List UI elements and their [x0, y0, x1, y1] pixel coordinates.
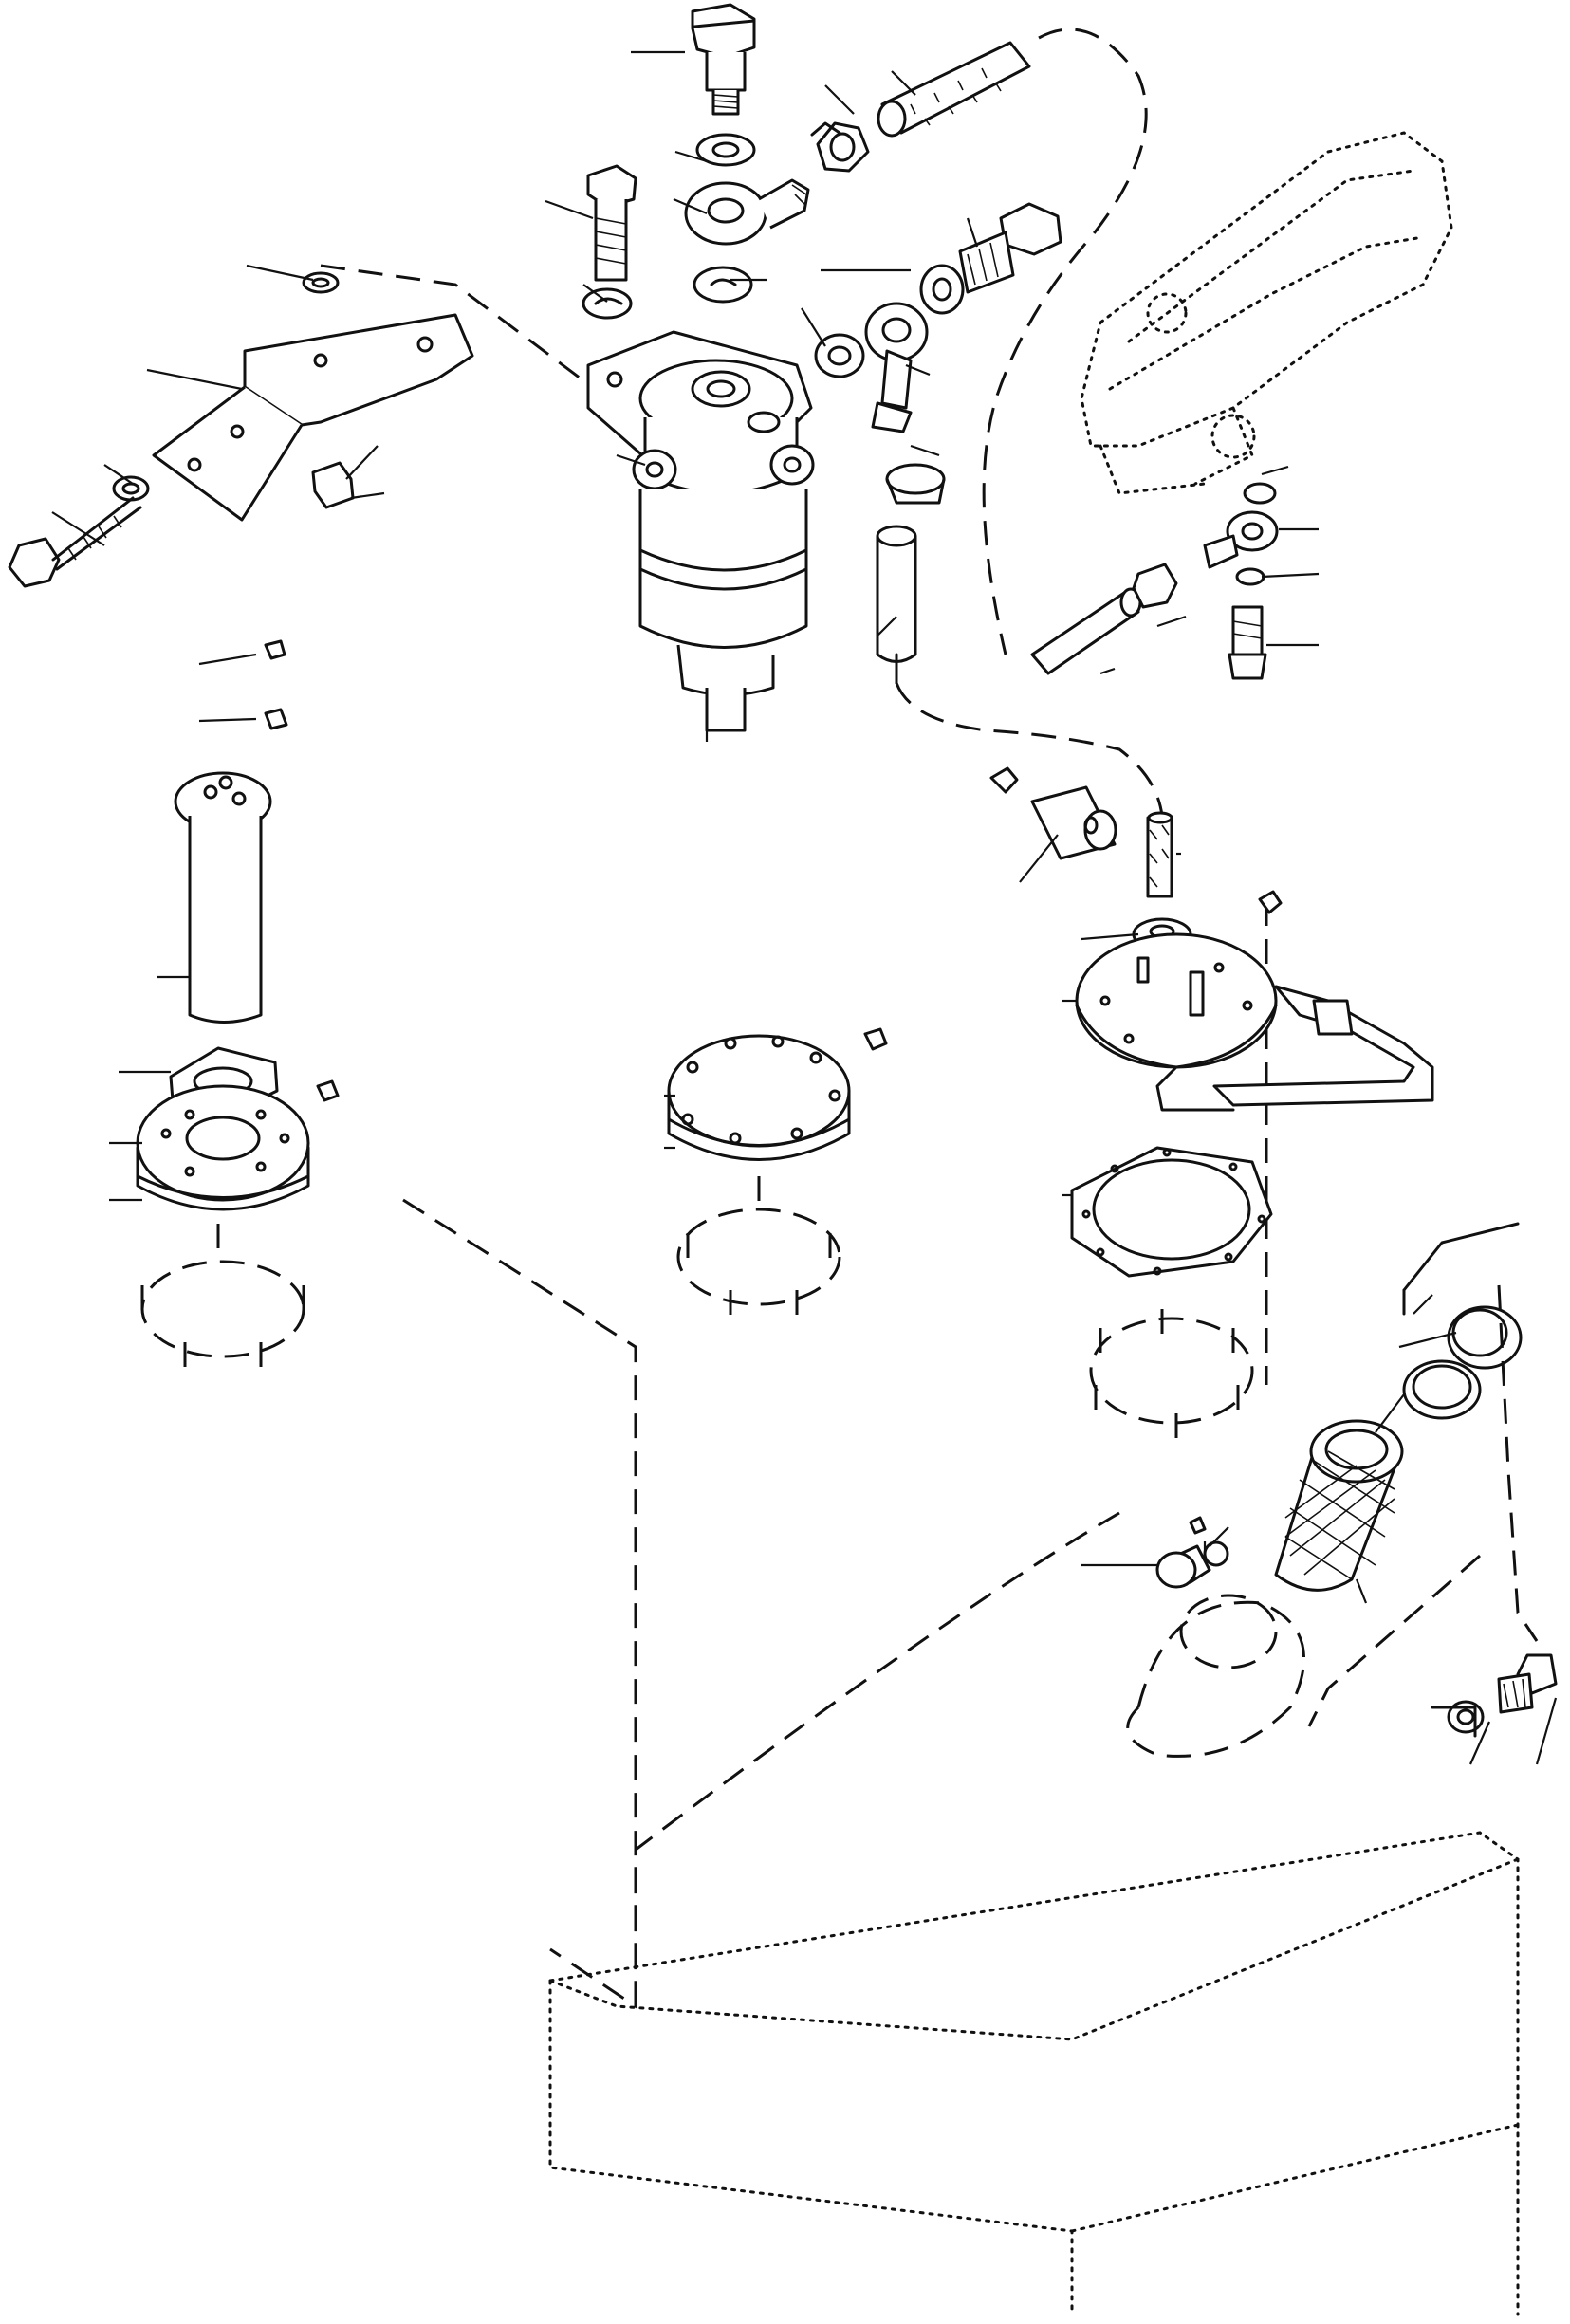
- drain-plug: [1447, 1653, 1558, 1734]
- callout-leader-42: [1398, 1331, 1457, 1349]
- callout-leader-7: [246, 264, 314, 282]
- suction-pipe-plate: [1075, 917, 1434, 1112]
- callout-leader-11: [345, 445, 379, 480]
- return-banjo: [814, 202, 1062, 433]
- strainer-element: [1126, 1305, 1523, 1758]
- injection-pump: [1080, 131, 1453, 495]
- fuel-hose-lower: [876, 463, 946, 685]
- callout-leader-13: [824, 84, 855, 115]
- callout-leader-20: [910, 444, 940, 457]
- callout-leader-48: [1535, 1697, 1558, 1765]
- fuel-gauge-sender: [136, 639, 340, 1371]
- callout-leader-15: [966, 217, 979, 248]
- assembly-guide-lines: [402, 1198, 1539, 2009]
- pump-banjo-set: [1030, 482, 1279, 680]
- callout-leader-27: [1099, 667, 1116, 675]
- callout-leader-10: [51, 511, 105, 546]
- callout-leader-5: [582, 284, 608, 303]
- return-hose: [989, 766, 1283, 914]
- callout-leader-4: [545, 199, 594, 220]
- callout-leader-14: [891, 70, 916, 96]
- gasket-ring-right: [1070, 1146, 1273, 1442]
- callout-leader-29: [198, 717, 257, 723]
- callout-leader-38: [1081, 932, 1139, 941]
- callout-leader-2: [674, 150, 708, 163]
- callout-leader-41: [1375, 1393, 1405, 1433]
- banjo-fitting: [684, 178, 810, 304]
- callout-leaders: [51, 50, 1558, 1765]
- callout-leader-44: [1209, 1526, 1229, 1547]
- callout-leader-43: [1355, 1578, 1368, 1604]
- callout-leader-22: [1261, 465, 1289, 476]
- callout-leader-36: [1019, 834, 1059, 883]
- callout-leader-18: [905, 363, 931, 377]
- fuel-hose: [810, 41, 1031, 173]
- mounting-bracket: [8, 264, 608, 588]
- callout-leader-28: [198, 653, 257, 666]
- callout-leader-8: [146, 368, 243, 391]
- hollow-bolt: [691, 3, 756, 167]
- fuel-line-route: [895, 28, 1268, 1385]
- callout-leader-19: [616, 453, 646, 467]
- callout-leader-21: [877, 616, 897, 636]
- callout-leader-9: [103, 464, 134, 485]
- callout-leader-3: [673, 197, 708, 215]
- callout-leader-26: [1156, 615, 1187, 628]
- fuel-tank: [548, 1831, 1520, 2316]
- callout-leader-47: [1468, 1721, 1491, 1765]
- tank-cover-plate: [667, 1027, 888, 1319]
- callout-leader-24: [1261, 572, 1320, 579]
- callout-leader-49: [1413, 1294, 1433, 1315]
- fuel-filter-assembly: [586, 330, 815, 742]
- callout-leader-12: [350, 491, 385, 500]
- callout-leader-17: [801, 307, 826, 347]
- mounting-bolt: [582, 164, 637, 320]
